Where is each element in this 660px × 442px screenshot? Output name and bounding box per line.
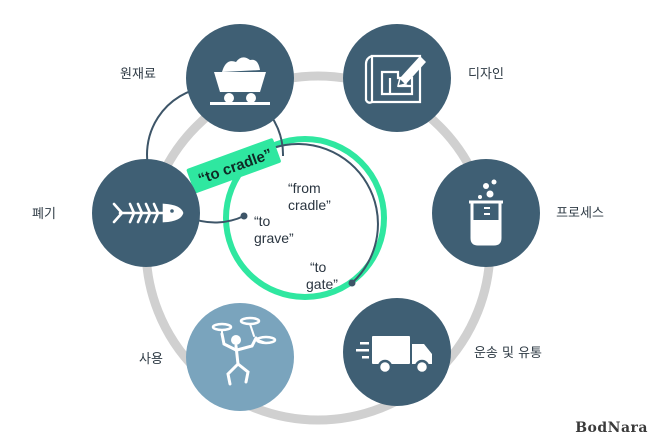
disposal-label: 폐기	[32, 207, 56, 222]
use-label: 사용	[139, 352, 163, 367]
to-grave-label-line1: “to	[254, 213, 271, 229]
to-grave-end-dot	[240, 212, 248, 220]
process-label: 프로세스	[556, 206, 604, 221]
design-label: 디자인	[468, 67, 504, 82]
stage-process: 프로세스	[432, 159, 604, 267]
stage-raw-materials: 원재료	[120, 24, 294, 132]
to-gate-label-line1: “to	[310, 259, 327, 275]
truck-icon	[356, 336, 432, 375]
raw-materials-label: 원재료	[120, 67, 156, 82]
stage-use: 사용	[139, 303, 294, 411]
fish-bone-icon	[112, 202, 184, 224]
stage-disposal: 폐기	[32, 159, 200, 267]
inner-green-ring	[223, 136, 387, 300]
mine-cart-icon	[210, 57, 270, 105]
from-cradle-end-dot	[348, 279, 356, 287]
use-circle	[186, 303, 294, 411]
bodnara-logo: BodNara	[575, 420, 648, 436]
transport-label: 운송 및 유통	[474, 346, 542, 361]
pencil	[396, 56, 426, 88]
from-cradle-label-line2: cradle”	[288, 197, 331, 213]
from-cradle-label-line1: “from	[288, 180, 321, 196]
to-gate-label-line2: gate”	[306, 276, 338, 292]
beaker-icon	[469, 179, 503, 246]
juggler-icon	[211, 316, 277, 386]
from-cradle-arc	[272, 143, 379, 284]
to-grave-label-line2: grave”	[254, 230, 294, 246]
stage-transport: 운송 및 유통	[343, 298, 542, 406]
stage-design: 디자인	[343, 24, 504, 132]
